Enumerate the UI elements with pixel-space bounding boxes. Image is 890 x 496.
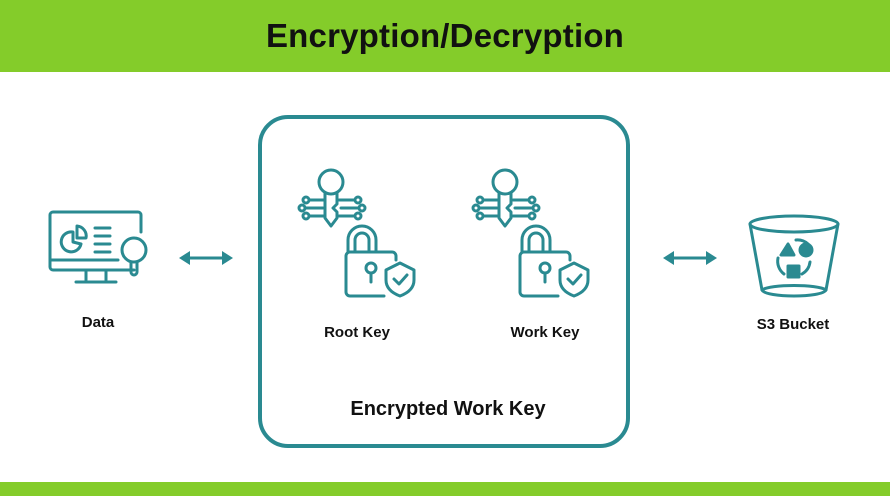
footer-bar (0, 482, 890, 496)
data-label: Data (81, 314, 115, 331)
bidirectional-arrow-icon (663, 251, 717, 265)
page-title: Encryption/Decryption (265, 17, 625, 54)
s3-bucket-label: S3 Bucket (756, 316, 830, 333)
root-key-label: Root Key (324, 324, 390, 341)
work-key-lock-icon (470, 160, 594, 302)
encrypted-work-key-label: Encrypted Work Key (350, 398, 546, 420)
bucket-icon (748, 214, 840, 298)
monitor-analytics-icon (48, 210, 160, 290)
title-banner: Encryption/Decryption (0, 0, 890, 72)
bidirectional-arrow-icon (179, 251, 233, 265)
encrypted-work-key-panel (258, 115, 630, 448)
work-key-label: Work Key (510, 324, 580, 341)
root-key-lock-icon (296, 160, 420, 302)
